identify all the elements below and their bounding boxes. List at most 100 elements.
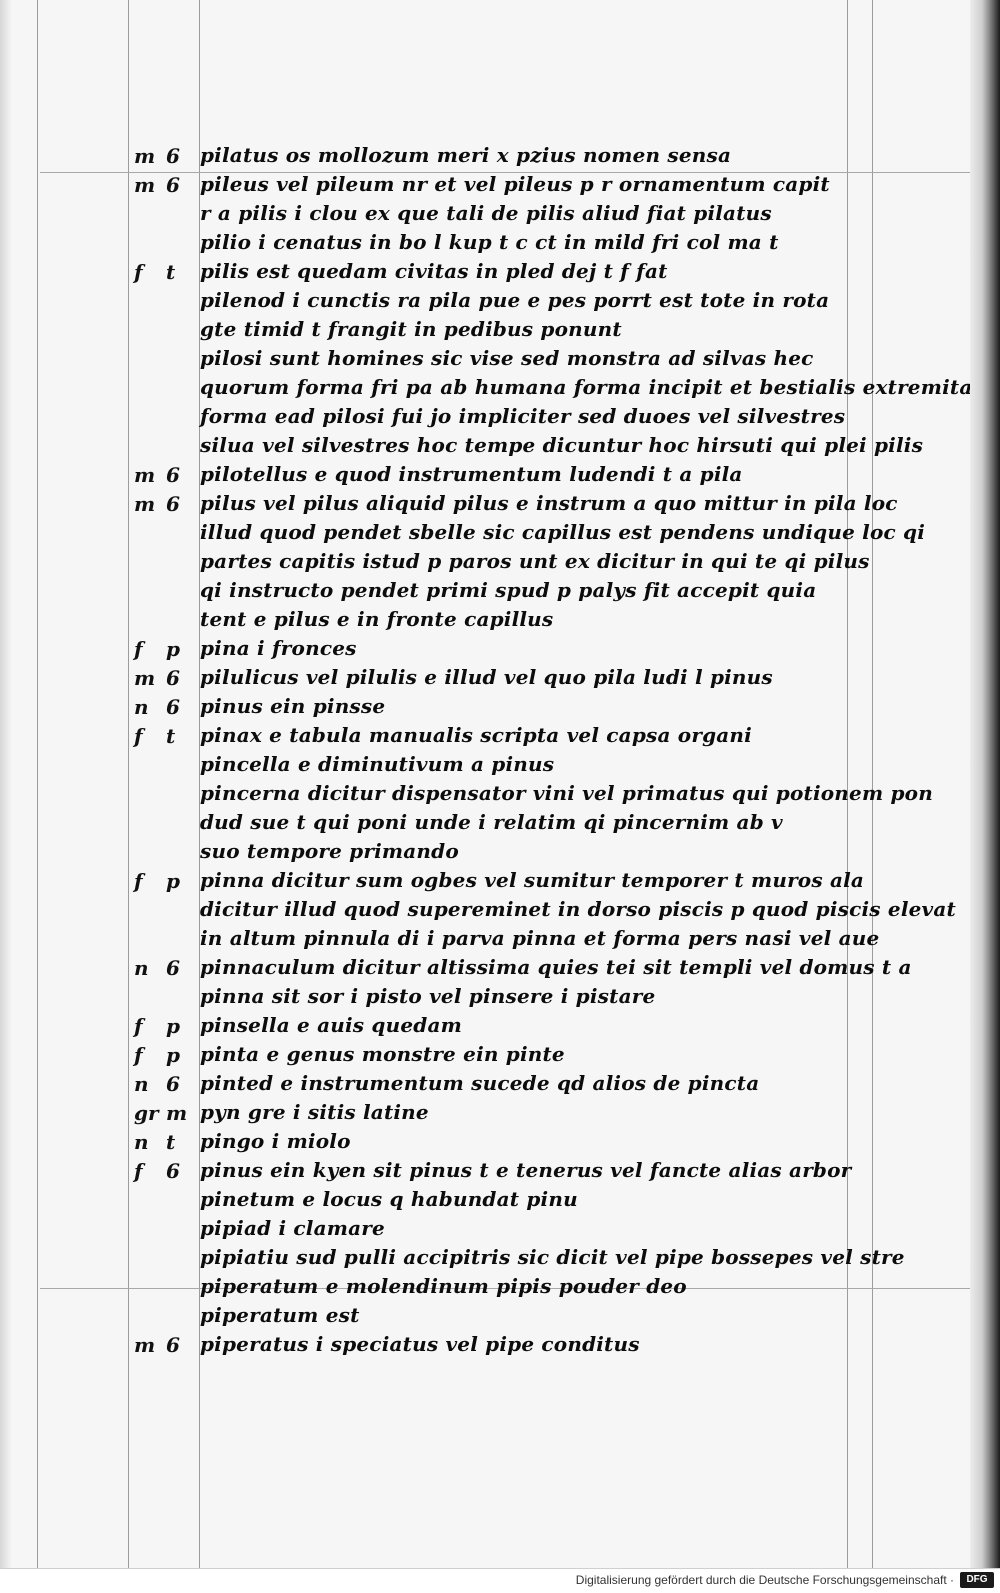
entry-line: f p pina i fronces [0, 635, 1000, 663]
entry-line: illud quod pendet sbelle sic capillus es… [0, 519, 1000, 547]
entry-text: in altum pinnula di i parva pinna et for… [200, 926, 880, 950]
margin-marker: f [134, 869, 143, 893]
entry-line: pilio i cenatus in bo l kup t c ct in mi… [0, 229, 1000, 257]
entry-line: pipiatiu sud pulli accipitris sic dicit … [0, 1244, 1000, 1272]
margin-marker: t [166, 724, 176, 748]
margin-marker: m [134, 173, 156, 197]
margin-marker: 6 [166, 492, 180, 516]
entry-line: m 6 pilotellus e quod instrumentum luden… [0, 461, 1000, 489]
entry-line: pincerna dicitur dispensator vini vel pr… [0, 780, 1000, 808]
margin-marker: 6 [166, 173, 180, 197]
entry-line: pincella e diminutivum a pinus [0, 751, 1000, 779]
entry-text: pingo i miolo [200, 1129, 351, 1153]
entry-line: pilosi sunt homines sic vise sed monstra… [0, 345, 1000, 373]
entry-text: pinus ein pinsse [200, 694, 386, 718]
entry-text: r a pilis i clou ex que tali de pilis al… [200, 201, 772, 225]
ruling-line [40, 1288, 970, 1289]
entry-text: pinnaculum dicitur altissima quies tei s… [200, 955, 912, 979]
entry-line: f t pinax e tabula manualis scripta vel … [0, 722, 1000, 750]
margin-marker: f [134, 1014, 143, 1038]
dfg-logo-icon: DFG [960, 1572, 994, 1588]
entry-line: gte timid t frangit in pedibus ponunt [0, 316, 1000, 344]
margin-marker: t [166, 1130, 176, 1154]
entry-line: f 6 pinus ein kyen sit pinus t e tenerus… [0, 1157, 1000, 1185]
margin-marker: 6 [166, 144, 180, 168]
entry-line: dicitur illud quod supereminet in dorso … [0, 896, 1000, 924]
entry-line: n 6 pinted e instrumentum sucede qd alio… [0, 1070, 1000, 1098]
entry-text: pilus vel pilus aliquid pilus e instrum … [200, 491, 898, 515]
entry-text: piperatum e molendinum pipis pouder deo [200, 1274, 687, 1298]
entry-line: forma ead pilosi fui jo impliciter sed d… [0, 403, 1000, 431]
margin-marker: m [134, 666, 156, 690]
entry-text: pilatus os mollozum meri x pzius nomen s… [200, 143, 732, 167]
margin-marker: f [134, 1043, 143, 1067]
margin-marker: 6 [166, 1333, 180, 1357]
entry-line: m 6 pilus vel pilus aliquid pilus e inst… [0, 490, 1000, 518]
entry-text: pipiad i clamare [200, 1216, 385, 1240]
entry-text: pincerna dicitur dispensator vini vel pr… [200, 781, 933, 805]
entry-text: forma ead pilosi fui jo impliciter sed d… [200, 404, 846, 428]
entry-text: pilis est quedam civitas in pled dej t f… [200, 259, 668, 283]
entry-text: pilulicus vel pilulis e illud vel quo pi… [200, 665, 773, 689]
margin-marker: f [134, 1159, 143, 1183]
ruling-line [847, 0, 848, 1569]
page-shadow [0, 0, 12, 1593]
margin-marker: p [166, 1014, 180, 1038]
footer-bar: Digitalisierung gefördert durch die Deut… [0, 1568, 1000, 1593]
entry-text: pinna sit sor i pisto vel pinsere i pist… [200, 984, 656, 1008]
entry-text: pincella e diminutivum a pinus [200, 752, 555, 776]
margin-marker: m [166, 1101, 188, 1125]
entry-line: suo tempore primando [0, 838, 1000, 866]
margin-marker: p [166, 869, 180, 893]
margin-marker: f [134, 637, 143, 661]
margin-marker: 6 [166, 666, 180, 690]
ruling-line [40, 172, 970, 173]
entry-text: pilenod i cunctis ra pila pue e pes porr… [200, 288, 830, 312]
entry-text: dud sue t qui poni unde i relatim qi pin… [200, 810, 783, 834]
entry-text: illud quod pendet sbelle sic capillus es… [200, 520, 926, 544]
entry-text: pina i fronces [200, 636, 357, 660]
margin-marker: 6 [166, 463, 180, 487]
margin-marker: n [134, 1072, 149, 1096]
ruling-line [872, 0, 873, 1569]
entry-text: pileus vel pileum nr et vel pileus p r o… [200, 172, 830, 196]
entry-line: partes capitis istud p paros unt ex dici… [0, 548, 1000, 576]
entry-line: in altum pinnula di i parva pinna et for… [0, 925, 1000, 953]
entry-line: f p pinta e genus monstre ein pinte [0, 1041, 1000, 1069]
margin-marker: 6 [166, 1072, 180, 1096]
margin-marker: 6 [166, 695, 180, 719]
ruling-line [199, 0, 200, 1569]
entry-line: pinna sit sor i pisto vel pinsere i pist… [0, 983, 1000, 1011]
margin-marker: m [134, 463, 156, 487]
entry-text: pilotellus e quod instrumentum ludendi t… [200, 462, 743, 486]
ruling-line [128, 0, 129, 1569]
entry-line: n 6 pinnaculum dicitur altissima quies t… [0, 954, 1000, 982]
entry-text: pipiatiu sud pulli accipitris sic dicit … [200, 1245, 905, 1269]
entry-line: gr m pyn gre i sitis latine [0, 1099, 1000, 1127]
entry-line: piperatum e molendinum pipis pouder deo [0, 1273, 1000, 1301]
book-binding-edge [970, 0, 1000, 1593]
entry-line: pipiad i clamare [0, 1215, 1000, 1243]
entry-line: r a pilis i clou ex que tali de pilis al… [0, 200, 1000, 228]
entry-text: partes capitis istud p paros unt ex dici… [200, 549, 870, 573]
margin-marker: n [134, 1130, 149, 1154]
margin-marker: m [134, 144, 156, 168]
entry-text: pyn gre i sitis latine [200, 1100, 429, 1124]
entry-text: silua vel silvestres hoc tempe dicuntur … [200, 433, 924, 457]
entry-line: m 6 pilulicus vel pilulis e illud vel qu… [0, 664, 1000, 692]
entry-text: pinsella e auis quedam [200, 1013, 462, 1037]
entry-line: n t pingo i miolo [0, 1128, 1000, 1156]
digitization-credit: Digitalisierung gefördert durch die Deut… [575, 1573, 954, 1587]
entry-text: quorum forma fri pa ab humana forma inci… [200, 375, 995, 399]
entry-line: piperatum est [0, 1302, 1000, 1330]
margin-marker: m [134, 492, 156, 516]
margin-marker: f [134, 724, 143, 748]
entry-line: tent e pilus e in fronte capillus [0, 606, 1000, 634]
entry-line: f t pilis est quedam civitas in pled dej… [0, 258, 1000, 286]
margin-marker: p [166, 1043, 180, 1067]
entry-line: f p pinsella e auis quedam [0, 1012, 1000, 1040]
entry-line: qi instructo pendet primi spud p palys f… [0, 577, 1000, 605]
margin-marker: n [134, 956, 149, 980]
entry-text: pilosi sunt homines sic vise sed monstra… [200, 346, 814, 370]
